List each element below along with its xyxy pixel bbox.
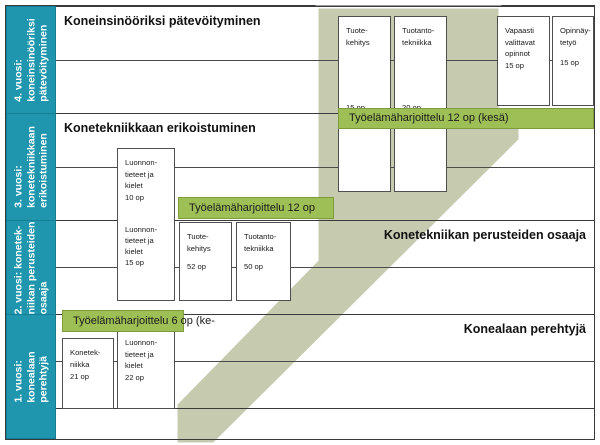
course-box-tuotekehitys-52[interactable]: Tuote- kehitys 52 op [179,222,232,301]
course-name-line2: tekniikka [402,37,432,47]
year2-line3: osaaja [37,281,50,314]
rule-year2-mid [6,267,594,268]
course-box-tuotantotekniikka-20[interactable]: Tuotanto- tekniikka 20 op [394,16,447,192]
year1-line3: perehtyjä [37,355,50,403]
rule-year4-bot [6,113,594,114]
course-box-luonnontieteet-22[interactable]: Luonnon- tieteet ja kielet 22 op [117,328,175,409]
year-spine-year1-label: 1. vuosi: konealaan perehtyjä [12,351,50,402]
course-credits: 15 op [505,60,525,70]
course-name-line1: Opinnäy- [560,26,591,35]
course2-name-line2: tieteet ja [125,236,154,245]
course-name-line1: Luonnon- [125,338,158,347]
course-name-line2: tieteet ja [125,169,154,179]
course-name-line2: tetyö [560,37,577,47]
course-credits: 15 op [560,58,580,67]
year3-line3: erikoistuminen [37,133,50,208]
rule-year2-bot [6,314,594,315]
course-name-line2: valittavat [505,37,535,47]
year3-line1: 3. vuosi: [12,165,25,208]
course-name-line1: Tuotanto- [244,232,277,241]
course-name-line1: Vapaasti [505,26,534,35]
course-credits: 22 op [125,372,145,382]
year-spine-year4: 4. vuosi: koneinsinööriksi pätevöitymine… [6,6,56,114]
year-spine-year3: 3. vuosi: konetekniikkaan erikoistuminen [6,113,56,221]
year-spine-year4-label: 4. vuosi: koneinsinööriksi pätevöitymine… [12,18,50,101]
stage-title-konetekniikkaan: Konetekniikkaan erikoistuminen [64,121,256,135]
course-name-line3: kielet [125,361,143,370]
year2-line2: niikan perusteiden [24,221,37,314]
year-spine-year2: 2. vuosi: konetek- niikan perusteiden os… [6,220,56,315]
course-name-line2: tekniikka [244,243,274,253]
rule-frame-bot [6,439,594,440]
course-box-tuotekehitys-15[interactable]: Tuote- kehitys 15 op [338,16,391,192]
rule-year1-bot [6,408,594,409]
rule-year1-mid [6,361,594,362]
course-credits: 50 op [244,262,264,271]
course-box-luonnontieteet-10-15[interactable]: Luonnon- tieteet ja kielet 10 op Luonnon… [117,148,175,301]
year2-line1: 2. vuosi: konetek- [12,225,25,314]
stage-title-koneinsinooriksi: Koneinsinööriksi pätevöityminen [64,14,261,28]
course2-name-line1: Luonnon- [125,225,158,234]
rule-year4-top [6,6,594,7]
year1-line1: 1. vuosi: [12,359,25,403]
course-box-vapaasti-valittavat-15[interactable]: Vapaasti valittavat opinnot 15 op [497,16,550,106]
year-spine-year3-label: 3. vuosi: konetekniikkaan erikoistuminen [12,126,50,208]
stage-title-perusteiden: Konetekniikan perusteiden osaaja [383,228,586,242]
year4-line2: koneinsinööriksi [24,18,37,102]
rule-year4-mid [6,60,594,61]
course-credits: 21 op [70,372,90,381]
course-credits: 20 op [402,102,421,114]
course-name-line2: kehitys [187,243,211,253]
course-name-line3: kielet [125,181,143,190]
course-box-opinnaytetyo-15[interactable]: Opinnäy- tetyö 15 op [552,16,594,106]
course-name-line1: Tuote- [187,232,209,241]
course2-name-line3: kielet [125,247,143,256]
course-name-line3: opinnot [505,49,530,58]
stage-title-perehtyja: Konealaan perehtyjä [463,322,586,336]
course-credits: 15 op [346,102,365,114]
course-name-line2: kehitys [346,37,370,47]
rule-year3-mid [6,167,594,168]
course2-credits: 15 op [125,258,145,267]
practical-training-bar-12[interactable]: Työelämäharjoittelu 12 op [178,197,334,219]
course-name-line1: Tuote- [346,26,368,35]
year1-line2: konealaan [24,350,37,403]
year-spine-year2-label: 2. vuosi: konetek- niikan perusteiden os… [12,221,50,314]
course-credits: 52 op [187,262,207,271]
course-box-tuotantotekniikka-50[interactable]: Tuotanto- tekniikka 50 op [236,222,291,301]
practical-training-bar-6[interactable]: Työelämäharjoittelu 6 op (ke- [62,310,215,332]
course-name-line1: Konetek- [70,348,101,357]
rule-year3-bot [6,220,594,221]
course-name-line2: tieteet ja [125,349,154,359]
year4-line1: 4. vuosi: [12,59,25,102]
course-name-line1: Tuotanto- [402,26,435,35]
course-name-line2: niikka [70,359,90,369]
year-spine-year1: 1. vuosi: konealaan perehtyjä [6,314,56,439]
practical-training-bar-12-kesa[interactable]: Työelämäharjoittelu 12 op (kesä) [338,108,594,129]
year4-line3: pätevöityminen [37,24,50,102]
course-box-konetekniikka-21[interactable]: Konetek- niikka 21 op [62,338,114,409]
course-credits: 10 op [125,192,145,202]
course-name-line1: Luonnon- [125,158,158,167]
year3-line2: konetekniikkaan [24,126,37,208]
